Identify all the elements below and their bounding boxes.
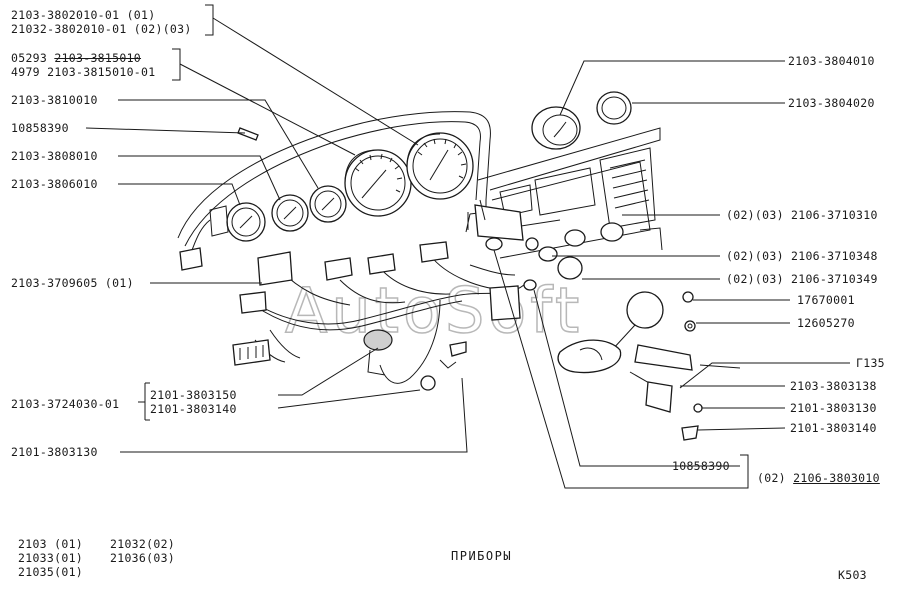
callout-clock: 2103-3804010 [788,54,875,68]
callout-3710349: (02)(03) 2106-3710349 [726,272,878,286]
callout-17670001: 17670001 [797,293,855,307]
callout-3803150: 2101-3803150 [150,388,237,402]
callout-3710310: (02)(03) 2106-3710310 [726,208,878,222]
callout-speedometer-old-code: 2103-3815010 [54,51,142,65]
legend-item-21033: 21033(01) [18,551,84,565]
callout-3803130: 2101-3803130 [11,445,98,459]
callout-3803010-code: 2106-3803010 [793,471,880,485]
callout-gauge-3810010: 2103-3810010 [11,93,98,107]
callout-3803010-prefix: (02) [757,471,786,485]
callout-main-gauge-alt: 21032-3802010-01 (02)(03) [11,22,192,36]
callout-g135: Г135 [856,356,885,370]
callout-3803010: (02) 2106-3803010 [757,471,880,485]
callout-speedometer-new: 4979 2103-3815010-01 [11,65,156,79]
clock-gauge [531,106,581,150]
callout-gauge-3808010: 2103-3808010 [11,149,98,163]
callout-3710348: (02)(03) 2106-3710348 [726,249,878,263]
callout-switch-3709605: 2103-3709605 (01) [11,276,134,290]
callout-main-gauge: 2103-3802010-01 (01) [11,8,156,22]
dashboard-panel [177,111,663,259]
callout-clock-ring: 2103-3804020 [788,96,875,110]
callout-r-10858390: 10858390 [672,459,730,473]
legend-item-21036: 21036(03) [110,551,176,565]
indicator-lamp [237,127,259,141]
callout-r-3803140: 2101-3803140 [790,421,877,435]
callout-3803140: 2101-3803140 [150,402,237,416]
leader-lines-right [493,60,850,489]
callout-r-3803130: 2101-3803130 [790,401,877,415]
diagram-title: ПРИБОРЫ [451,549,513,563]
switch-assembly [467,199,696,332]
small-gauge-1 [309,185,347,223]
callout-lamp-10858390: 10858390 [11,121,69,135]
small-gauge-2 [271,194,309,232]
callout-3803138: 2103-3803138 [790,379,877,393]
gear-lever [557,291,664,374]
callout-gauge-3806010: 2103-3806010 [11,177,98,191]
callout-speedometer-old: 05293 2103-3815010 [11,51,141,65]
small-gauge-3 [209,202,266,242]
callout-harness-3724030: 2103-3724030-01 [11,397,120,411]
tachometer-gauge [406,132,474,200]
page-code: К503 [838,568,867,582]
leader-lines [85,4,468,453]
speedometer-gauge [344,149,412,217]
lever-mechanism [629,344,741,441]
legend-item-21035: 21035(01) [18,565,84,579]
callout-speedometer-old-prefix: 05293 [11,51,55,65]
clock-ring [596,91,632,125]
legend-item-2103: 2103 (01) [18,537,84,551]
watermark-text: AutoSoft [285,274,583,347]
callout-12605270: 12605270 [797,316,855,330]
legend-item-21032: 21032(02) [110,537,176,551]
